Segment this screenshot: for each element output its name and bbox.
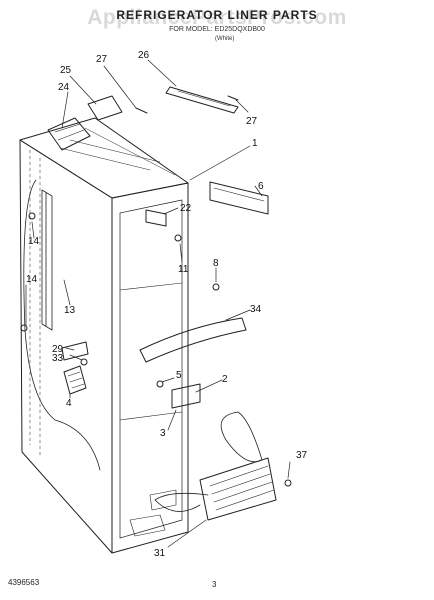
screw-27a	[135, 107, 148, 114]
callout-29: 29	[52, 344, 64, 355]
callout-22: 22	[180, 203, 192, 214]
part-5	[156, 380, 164, 388]
side-channel	[23, 179, 101, 471]
screw-37	[284, 479, 292, 487]
callout-31: 31	[154, 548, 166, 559]
bracket-25	[87, 95, 123, 121]
screw-14a	[28, 212, 36, 220]
part-31	[199, 457, 277, 521]
heater-wire	[154, 411, 263, 512]
callout-25: 25	[60, 65, 72, 76]
callout-1: 1	[252, 138, 258, 149]
callout-24: 24	[58, 82, 70, 93]
callout-6: 6	[258, 181, 264, 192]
model-number: FOR MODEL: ED25DQXDB00	[169, 26, 265, 33]
callout-2: 2	[222, 374, 228, 385]
callout-14-lower: 14	[26, 274, 38, 285]
callout-34: 34	[250, 304, 262, 315]
callout-33: 33	[52, 353, 64, 364]
document-code: 4396563	[8, 578, 40, 587]
part-33	[80, 358, 88, 366]
liner-front	[111, 182, 189, 554]
callout-14-upper: 14	[28, 236, 40, 247]
callout-3: 3	[160, 428, 166, 439]
part-29	[61, 341, 89, 361]
callout-8: 8	[213, 258, 219, 269]
liner-top	[19, 117, 189, 199]
part-2	[171, 383, 201, 409]
callout-4: 4	[66, 398, 72, 409]
rail-26	[165, 86, 239, 114]
liner-left-side	[19, 139, 113, 554]
part-11	[174, 234, 182, 242]
callout-26: 26	[138, 50, 150, 61]
diagram-title: REFRIGERATOR LINER PARTS	[116, 8, 318, 22]
callout-37: 37	[296, 450, 308, 461]
light-rail	[41, 189, 53, 331]
liner-opening	[119, 199, 183, 539]
screw-14b	[20, 324, 28, 332]
part-8	[212, 283, 220, 291]
callout-27-top: 27	[96, 54, 108, 65]
part-6	[209, 181, 269, 215]
callout-13: 13	[64, 305, 76, 316]
model-color: (White)	[215, 36, 235, 42]
callout-27-right: 27	[246, 116, 258, 127]
callout-5: 5	[176, 370, 182, 381]
part-4	[63, 365, 87, 395]
callout-11: 11	[178, 264, 189, 275]
part-22	[145, 209, 167, 227]
page-number: 3	[212, 580, 217, 589]
screw-27b	[227, 95, 239, 101]
part-34	[139, 317, 247, 363]
housing-24	[47, 117, 91, 151]
